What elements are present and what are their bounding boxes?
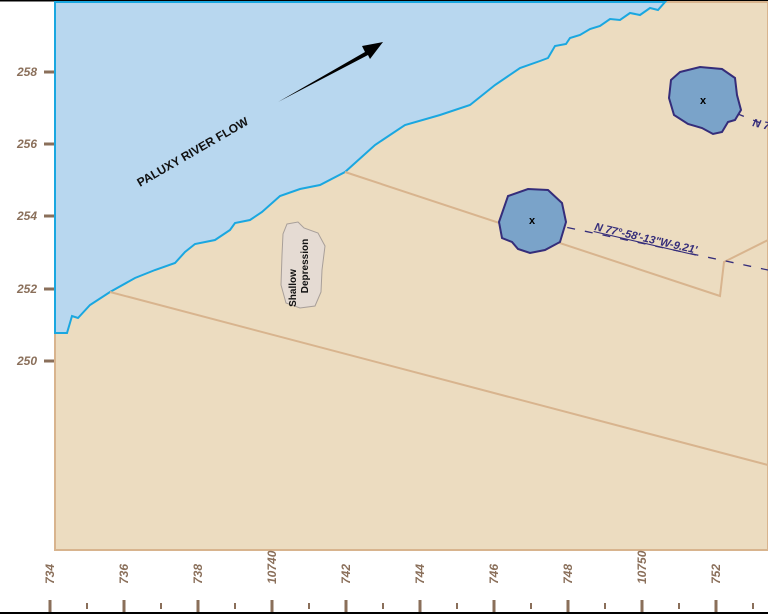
pond-1-marker: x: [529, 215, 536, 227]
y-tick-label: 258: [16, 65, 37, 79]
y-axis: 258 256 254 252 250: [16, 65, 54, 368]
pond-2: [667, 65, 743, 136]
x-tick-label: 736: [117, 564, 131, 584]
x-tick-label: 742: [339, 564, 353, 584]
y-tick-label: 254: [16, 209, 37, 223]
x-tick-label: 10750: [635, 550, 649, 584]
y-tick-label: 250: [16, 354, 37, 368]
x-axis: 734 736 738 10740 742 744 746 748 10750 752: [43, 550, 754, 612]
x-tick-label: 752: [709, 564, 723, 584]
x-tick-label: 734: [43, 564, 57, 584]
y-tick-label: 256: [16, 137, 37, 151]
x-tick-label: 748: [561, 564, 575, 584]
depression-label-2: Depression: [300, 239, 311, 293]
flow-arrow-icon: [278, 42, 383, 102]
x-tick-label: 744: [413, 564, 427, 584]
bearing-label-partial: N 7: [751, 117, 768, 133]
pond-1: [497, 187, 568, 255]
y-tick-label: 252: [16, 282, 37, 296]
shallow-depression: Shallow Depression: [280, 221, 326, 309]
x-tick-label: 10740: [265, 550, 279, 584]
river-area: [54, 1, 668, 334]
x-tick-label: 746: [487, 564, 501, 584]
depression-label-1: Shallow: [288, 269, 299, 307]
property-line-lower: [109, 291, 768, 466]
bearing-line-2: [702, 99, 768, 127]
bearing-line: [531, 219, 768, 271]
pond-2-marker: x: [700, 95, 707, 107]
x-tick-label: 738: [191, 564, 205, 584]
